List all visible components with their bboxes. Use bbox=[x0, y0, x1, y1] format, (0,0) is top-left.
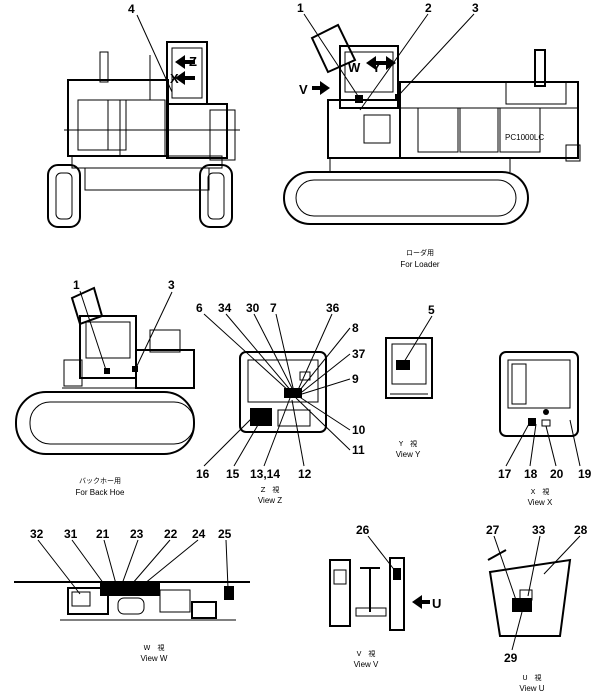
callout-4: 4 bbox=[128, 2, 135, 16]
callout-7: 7 bbox=[270, 301, 277, 315]
view-x-panel bbox=[499, 351, 579, 437]
view-y-panel bbox=[385, 337, 433, 399]
caption-backhoe-ja: バックホー用 bbox=[79, 477, 121, 485]
view-tag-v: V bbox=[299, 82, 308, 97]
callout-23: 23 bbox=[130, 527, 144, 541]
callout-16: 16 bbox=[196, 467, 210, 481]
callout-28: 28 bbox=[574, 523, 588, 537]
caption-view-y-en: View Y bbox=[396, 450, 421, 459]
callout-31: 31 bbox=[64, 527, 78, 541]
decal-marker-1-backhoe bbox=[104, 368, 110, 374]
callout-12: 12 bbox=[298, 467, 312, 481]
view-u-leaders bbox=[493, 535, 581, 651]
view-tag-y: Y bbox=[372, 60, 381, 75]
callout-27: 27 bbox=[486, 523, 500, 537]
callout-29: 29 bbox=[504, 651, 518, 665]
view-tag-w: W bbox=[348, 60, 361, 75]
view-z-leaders bbox=[203, 313, 351, 467]
callout-17: 17 bbox=[498, 467, 512, 481]
callout-13-14: 13,14 bbox=[250, 467, 280, 481]
caption-view-u-ja: U 視 bbox=[522, 673, 541, 682]
view-tag-x-front: X bbox=[170, 71, 179, 86]
front-view-machine bbox=[47, 41, 240, 228]
caption-view-w-en: View W bbox=[141, 654, 168, 663]
leader-4 bbox=[136, 14, 173, 93]
callout-3-loader: 3 bbox=[472, 1, 479, 15]
callout-36: 36 bbox=[326, 301, 340, 315]
decal-marker-3-backhoe bbox=[132, 366, 138, 372]
callout-22: 22 bbox=[164, 527, 178, 541]
caption-loader-ja: ローダ用 bbox=[406, 248, 434, 257]
caption-view-u-en: View U bbox=[519, 684, 544, 693]
arrow-y-icon bbox=[378, 56, 396, 70]
callout-26: 26 bbox=[356, 523, 370, 537]
callout-6: 6 bbox=[196, 301, 203, 315]
view-z-panel bbox=[239, 351, 327, 433]
caption-backhoe-en: For Back Hoe bbox=[76, 488, 125, 497]
callout-5: 5 bbox=[428, 303, 435, 317]
callout-37: 37 bbox=[352, 347, 366, 361]
caption-view-x-en: View X bbox=[528, 498, 553, 507]
backhoe-side-view-machine bbox=[15, 286, 195, 455]
callout-1-loader: 1 bbox=[297, 1, 304, 15]
callout-20: 20 bbox=[550, 467, 564, 481]
callout-24: 24 bbox=[192, 527, 206, 541]
arrow-x-icon bbox=[175, 71, 195, 85]
view-tag-z-front: Z bbox=[189, 54, 197, 69]
callout-15: 15 bbox=[226, 467, 240, 481]
decal-marker-3 bbox=[395, 94, 401, 100]
view-tag-u: U bbox=[432, 596, 441, 611]
caption-loader-en: For Loader bbox=[400, 260, 439, 269]
caption-view-v-ja: V 視 bbox=[357, 649, 376, 658]
callout-19: 19 bbox=[578, 467, 592, 481]
view-x-leaders bbox=[505, 419, 581, 467]
decal-marker-1 bbox=[355, 95, 363, 103]
arrow-u-icon bbox=[412, 595, 430, 609]
callout-34: 34 bbox=[218, 301, 232, 315]
caption-view-z-en: View Z bbox=[258, 496, 282, 505]
callout-21: 21 bbox=[96, 527, 110, 541]
callout-18: 18 bbox=[524, 467, 538, 481]
callout-3-backhoe: 3 bbox=[168, 278, 175, 292]
callout-11: 11 bbox=[352, 443, 365, 457]
callout-30: 30 bbox=[246, 301, 260, 315]
view-w-leaders bbox=[37, 539, 229, 595]
model-plate: PC1000LC bbox=[505, 133, 544, 142]
callout-8: 8 bbox=[352, 321, 359, 335]
view-v-panel bbox=[329, 557, 405, 631]
loader-side-view-machine bbox=[283, 23, 581, 225]
callout-2: 2 bbox=[425, 1, 432, 15]
callout-33: 33 bbox=[532, 523, 546, 537]
caption-view-v-en: View V bbox=[354, 660, 379, 669]
callout-25: 25 bbox=[218, 527, 232, 541]
view-w-panel bbox=[14, 581, 250, 621]
arrow-z-icon bbox=[175, 55, 195, 69]
caption-view-x-ja: X 視 bbox=[531, 487, 550, 496]
caption-view-y-ja: Y 視 bbox=[398, 439, 417, 448]
caption-view-z-ja: Z 視 bbox=[261, 485, 280, 494]
callout-1-backhoe: 1 bbox=[73, 278, 80, 292]
arrow-w-icon bbox=[366, 56, 384, 70]
callout-10: 10 bbox=[352, 423, 366, 437]
caption-view-w-ja: W 視 bbox=[144, 643, 165, 652]
view-u-panel bbox=[487, 549, 572, 637]
callout-32: 32 bbox=[30, 527, 44, 541]
arrow-v-icon bbox=[312, 81, 330, 95]
callout-9: 9 bbox=[352, 372, 359, 386]
